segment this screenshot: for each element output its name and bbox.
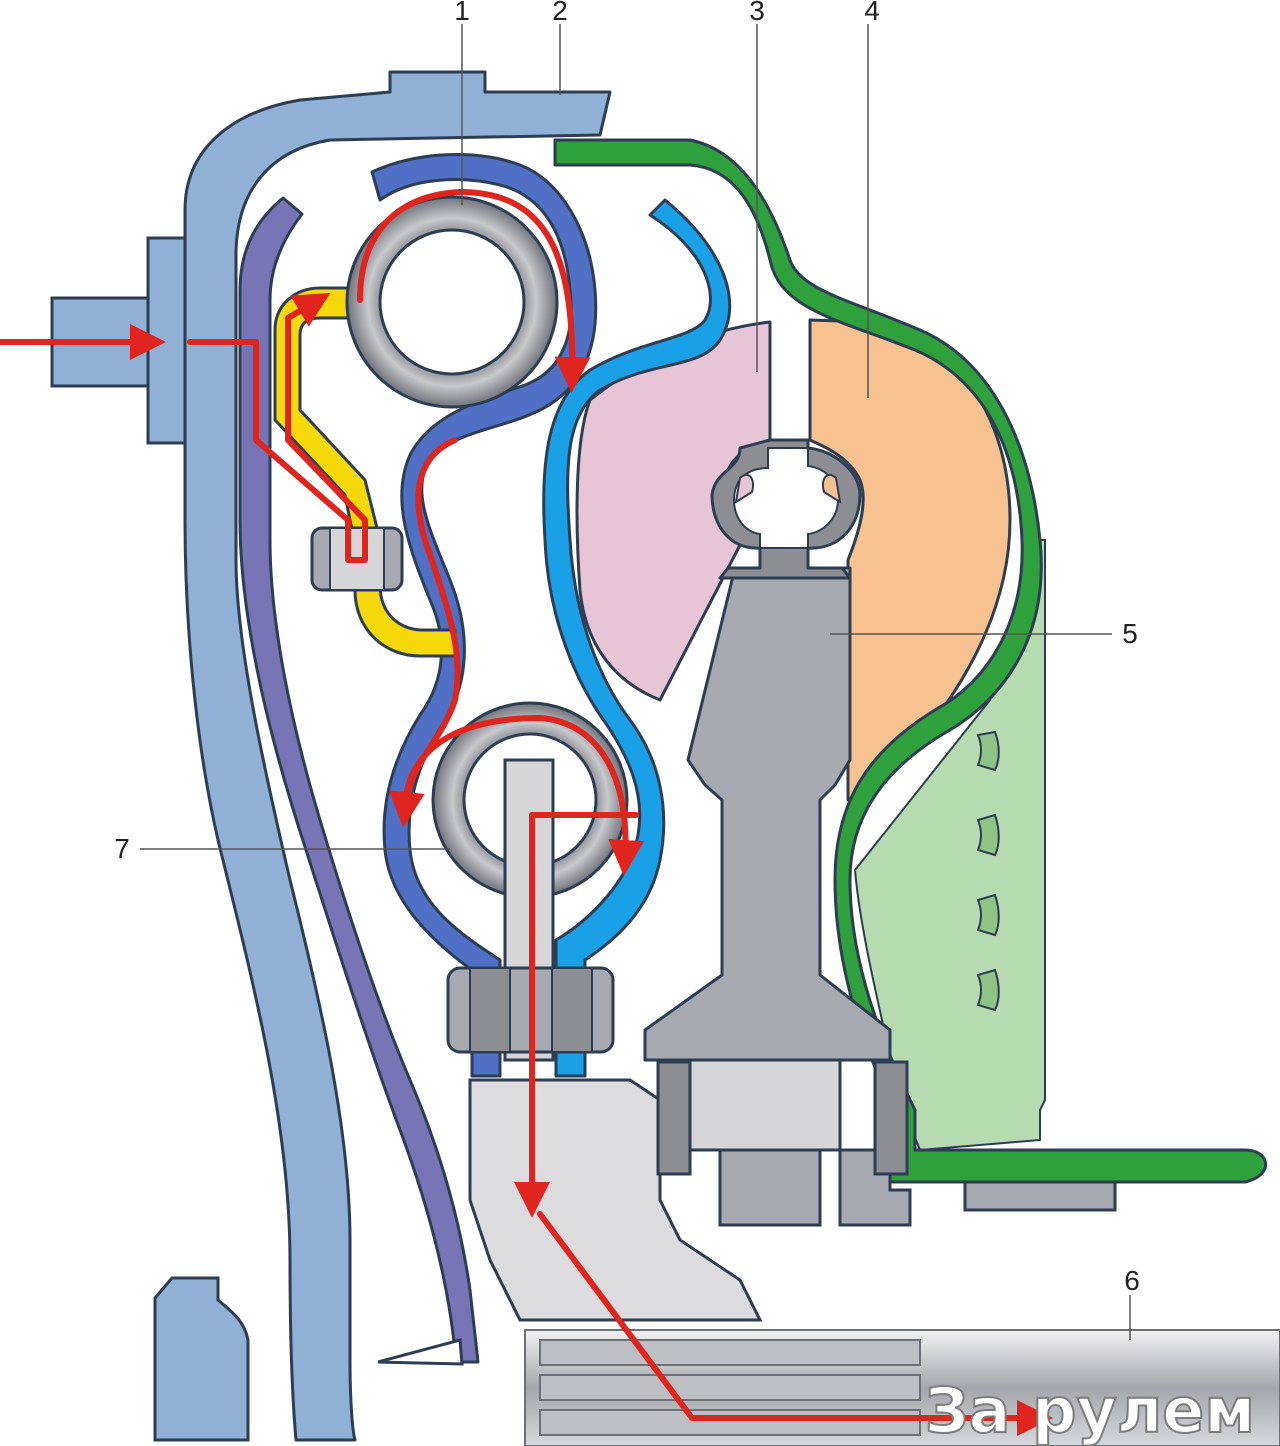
callout-2: 2 bbox=[552, 0, 568, 26]
upper-torus bbox=[345, 195, 559, 409]
callout-4: 4 bbox=[864, 0, 880, 26]
callout-3: 3 bbox=[749, 0, 765, 26]
output-shaft bbox=[524, 1329, 1280, 1446]
callout-5: 5 bbox=[1122, 618, 1138, 649]
lower-torus-flow bbox=[402, 715, 645, 876]
callout-6: 6 bbox=[1124, 1265, 1140, 1296]
inlet-arrow-2 bbox=[187, 292, 368, 563]
cover-shell bbox=[553, 138, 1268, 1212]
callout-7: 7 bbox=[114, 833, 130, 864]
converter-housing bbox=[50, 70, 612, 1442]
oil-flow-arrows bbox=[0, 189, 1053, 1436]
callout-leaders bbox=[140, 24, 1131, 1340]
lower-torus bbox=[431, 701, 629, 1062]
stator-column bbox=[643, 438, 912, 1227]
watermark-logo: За рулем bbox=[925, 1374, 1255, 1446]
lockup-plate bbox=[238, 196, 480, 1366]
upper-torus-flow bbox=[357, 189, 591, 393]
callout-1: 1 bbox=[454, 0, 470, 26]
shaft-outlet-arrow bbox=[537, 1211, 1053, 1436]
turbine-to-shaft-flow bbox=[514, 812, 639, 1218]
hub-assembly bbox=[468, 1078, 763, 1322]
pump-cover bbox=[853, 539, 1046, 1152]
